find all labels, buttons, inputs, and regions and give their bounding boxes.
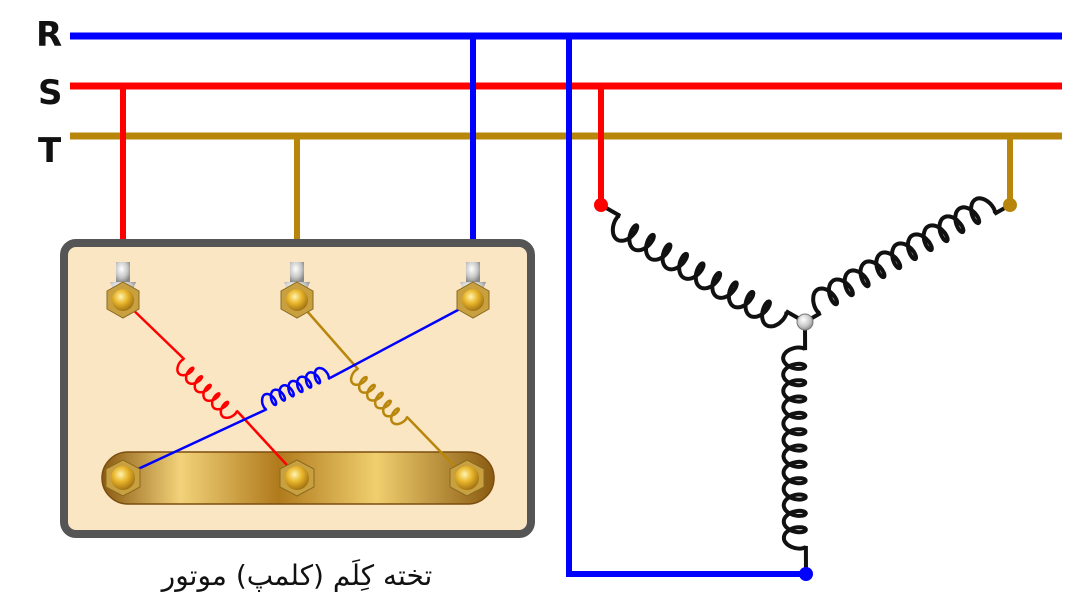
board-lead-blue-b xyxy=(122,408,266,478)
terminal-nut-top-left xyxy=(106,281,140,319)
board-coil-red xyxy=(176,357,239,420)
terminal-nut-top-right xyxy=(456,281,490,319)
terminal-board-caption: تخته کِلَم (کلمپ) موتور xyxy=(160,559,433,592)
star-coil-right xyxy=(804,196,1011,324)
terminal-nut-bottom-middle xyxy=(279,459,315,497)
phase-label-t: T xyxy=(38,131,62,171)
return-wire-r-star xyxy=(566,36,806,577)
phase-label-r: R xyxy=(36,15,62,55)
phase-label-s: S xyxy=(38,73,63,113)
star-terminal-r xyxy=(799,567,813,581)
board-coil-blue xyxy=(260,366,331,412)
board-coil-gold xyxy=(349,367,409,426)
terminal-nut-top-middle xyxy=(280,281,314,319)
terminal-nut-bottom-left xyxy=(105,459,141,497)
star-coil-bottom xyxy=(781,321,808,575)
terminal-nut-bottom-right xyxy=(449,459,485,497)
board-lead-gold-a xyxy=(298,301,358,369)
star-terminal-t xyxy=(1003,198,1017,212)
star-terminal-s xyxy=(594,198,608,212)
board-lead-blue-a xyxy=(329,300,474,380)
star-neutral-point xyxy=(796,313,814,331)
star-coil-left xyxy=(600,203,806,329)
